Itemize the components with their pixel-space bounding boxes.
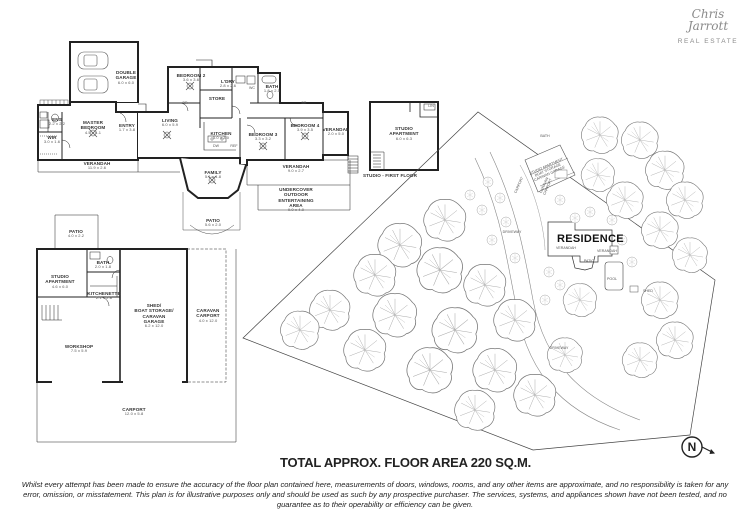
studio-first-floor-plan <box>369 101 439 171</box>
disclaimer-text: Whilst every attempt has been made to en… <box>21 480 729 510</box>
site-plan <box>242 111 716 451</box>
brand-script: Chris Jarrott <box>687 7 729 33</box>
abbr-ref: REF <box>230 144 238 148</box>
abbr-br: BR <box>182 101 188 105</box>
abbr-dw: DW <box>213 144 219 148</box>
site-label-driveway-a: DRIVEWAY <box>502 230 522 234</box>
abbr-lin: LIN <box>428 104 434 108</box>
site-label-bath: BATH <box>540 134 550 138</box>
compass-north-icon: N <box>681 436 715 458</box>
site-label-residence: RESIDENCE <box>557 233 624 245</box>
brand-tagline: REAL ESTATE <box>677 38 739 45</box>
site-label-pool: POOL <box>607 277 617 281</box>
abbr-br-2: BR <box>301 101 307 105</box>
site-label-shed: SHED <box>643 289 653 293</box>
site-label-verandah-a: VERANDAH <box>556 246 576 250</box>
shed-building-plan <box>36 214 237 443</box>
compass-letter: N <box>688 440 697 454</box>
tree-icon <box>280 116 708 431</box>
total-floor-area: TOTAL APPROX. FLOOR AREA 220 SQ.M. <box>280 455 532 470</box>
site-label-patio: PATIO <box>583 259 595 263</box>
site-label-verandah-b: VERANDAH <box>597 249 617 253</box>
car-icon <box>77 51 109 94</box>
brand-logo: Chris Jarrott REAL ESTATE <box>672 8 744 48</box>
site-label-driveway-b: DRIVEWAY <box>549 346 569 350</box>
main-house-plan <box>37 41 359 235</box>
floor-label-studio-first: STUDIO - FIRST FLOOR <box>362 173 418 178</box>
abbr-wc: WC <box>249 86 255 90</box>
room-label-store: STORE <box>208 96 226 101</box>
